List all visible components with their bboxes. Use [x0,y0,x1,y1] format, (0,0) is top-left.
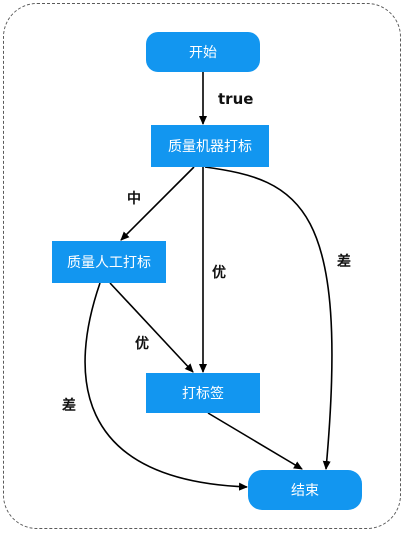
node-quality-human-tag[interactable]: 质量人工打标 [52,241,166,283]
node-end[interactable]: 结束 [248,470,362,510]
diagram-frame [3,3,401,529]
edge-label-you-machine: 优 [212,265,226,281]
edge-tag-to-end [207,412,303,470]
edge-human-to-tag [109,282,194,373]
node-quality-machine-tag[interactable]: 质量机器打标 [151,125,269,167]
edge-label-zhong: 中 [127,191,141,207]
node-tag-sign[interactable]: 打标签 [146,373,260,413]
edge-machine-to-end [204,166,333,470]
edge-label-you-human: 优 [135,336,149,352]
edge-machine-to-human [120,166,195,241]
node-start[interactable]: 开始 [146,32,260,72]
edge-label-cha-machine: 差 [337,254,351,270]
edge-label-true: true [218,90,254,108]
edge-label-cha-human: 差 [62,398,76,414]
edge-human-to-end [84,282,248,491]
